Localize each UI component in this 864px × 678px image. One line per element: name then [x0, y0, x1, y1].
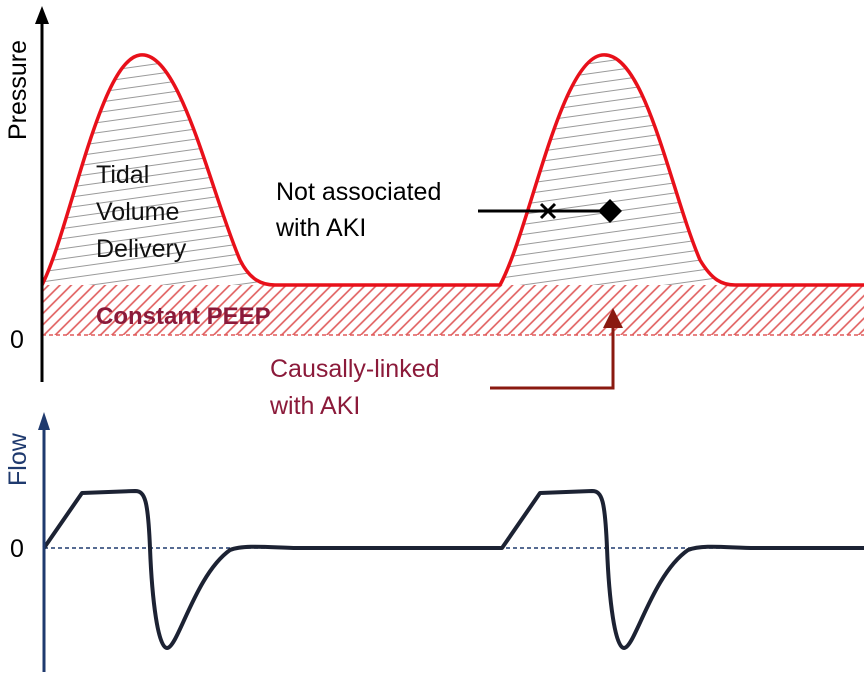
flow-curve — [42, 489, 864, 650]
peep-band — [42, 285, 864, 335]
pressure-zero-label: 0 — [10, 326, 24, 354]
not-associated-line-2: with AKI — [275, 214, 366, 242]
tidal-fill-breath-2 — [500, 54, 735, 285]
pressure-curve — [40, 53, 864, 287]
diamond-marker-icon — [598, 199, 622, 223]
causal-line-1: Causally-linked — [270, 355, 440, 383]
tidal-label-line-2: Volume — [96, 198, 179, 226]
flow-axis-label: Flow — [4, 432, 32, 486]
flow-zero-label: 0 — [10, 535, 24, 563]
flow-panel: Flow 0 — [4, 412, 864, 672]
pressure-axis-arrowhead — [35, 6, 49, 24]
peep-label: Constant PEEP — [96, 303, 271, 330]
pressure-axis-label: Pressure — [4, 40, 32, 140]
cross-marker-icon — [539, 202, 557, 220]
causal-pointer-line — [490, 326, 615, 390]
arrow-up-icon — [603, 308, 623, 328]
not-associated-line-1: Not associated — [276, 178, 441, 206]
flow-axis-arrowhead — [38, 412, 50, 430]
pressure-panel: Pressure 0 Tidal Volume Delivery Constan… — [4, 6, 864, 420]
tidal-label-line-1: Tidal — [96, 161, 149, 189]
causal-line-2: with AKI — [269, 392, 360, 420]
tidal-label-line-3: Delivery — [96, 235, 187, 263]
